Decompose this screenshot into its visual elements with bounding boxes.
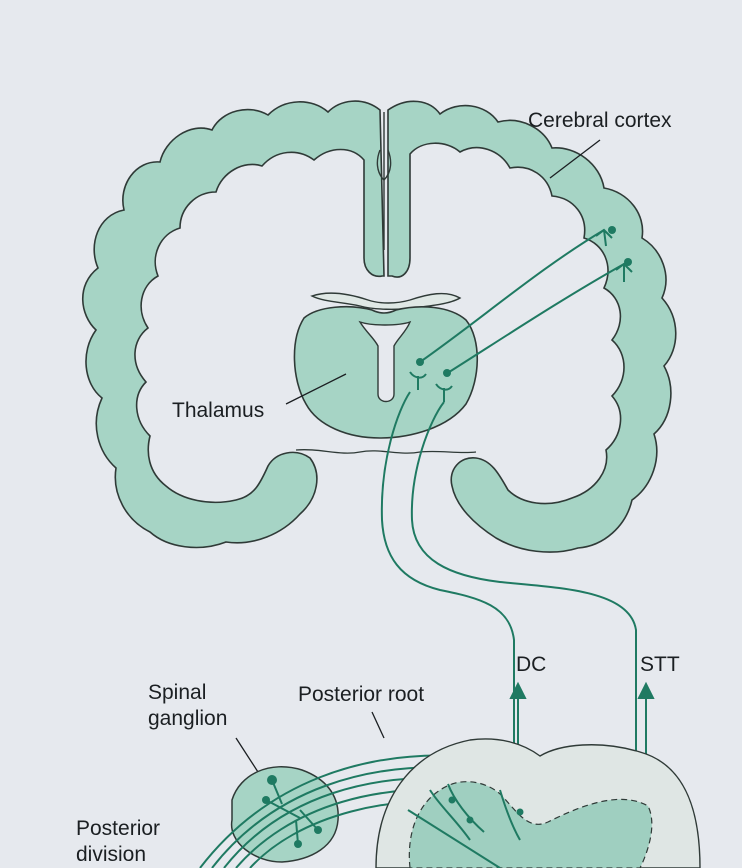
label-thalamus: Thalamus xyxy=(172,399,265,422)
midline-fissure xyxy=(376,112,392,250)
cerebral-cortex xyxy=(82,100,677,553)
cortex-neuron-1 xyxy=(608,226,616,234)
third-ventricle xyxy=(358,320,412,403)
cortex-neuron-2 xyxy=(624,258,632,266)
base-line xyxy=(295,449,477,454)
cortical-neurons xyxy=(409,228,633,402)
ascending-tracts xyxy=(380,391,637,868)
left-hemisphere xyxy=(82,100,385,549)
label-spinal-ganglion-line1: Spinal xyxy=(148,681,207,704)
label-spinal-ganglion-line2: ganglion xyxy=(148,707,228,730)
right-hemisphere xyxy=(387,100,677,553)
stt-tract xyxy=(410,401,637,868)
leader-lines xyxy=(235,139,601,773)
thalamus-neuron-1 xyxy=(416,358,424,366)
dc-tract xyxy=(380,391,515,788)
label-dc: DC xyxy=(516,653,547,676)
label-posterior-division-line1: Posterior xyxy=(76,817,161,840)
label-cerebral-cortex: Cerebral cortex xyxy=(528,109,672,132)
label-posterior-division-line2: division xyxy=(76,843,147,866)
label-stt: STT xyxy=(640,653,680,676)
corpus-callosum xyxy=(310,292,462,311)
label-posterior-root: Posterior root xyxy=(298,683,425,706)
dorsal-horn-neurons xyxy=(407,783,521,868)
thalamus-neuron-2 xyxy=(443,369,451,377)
